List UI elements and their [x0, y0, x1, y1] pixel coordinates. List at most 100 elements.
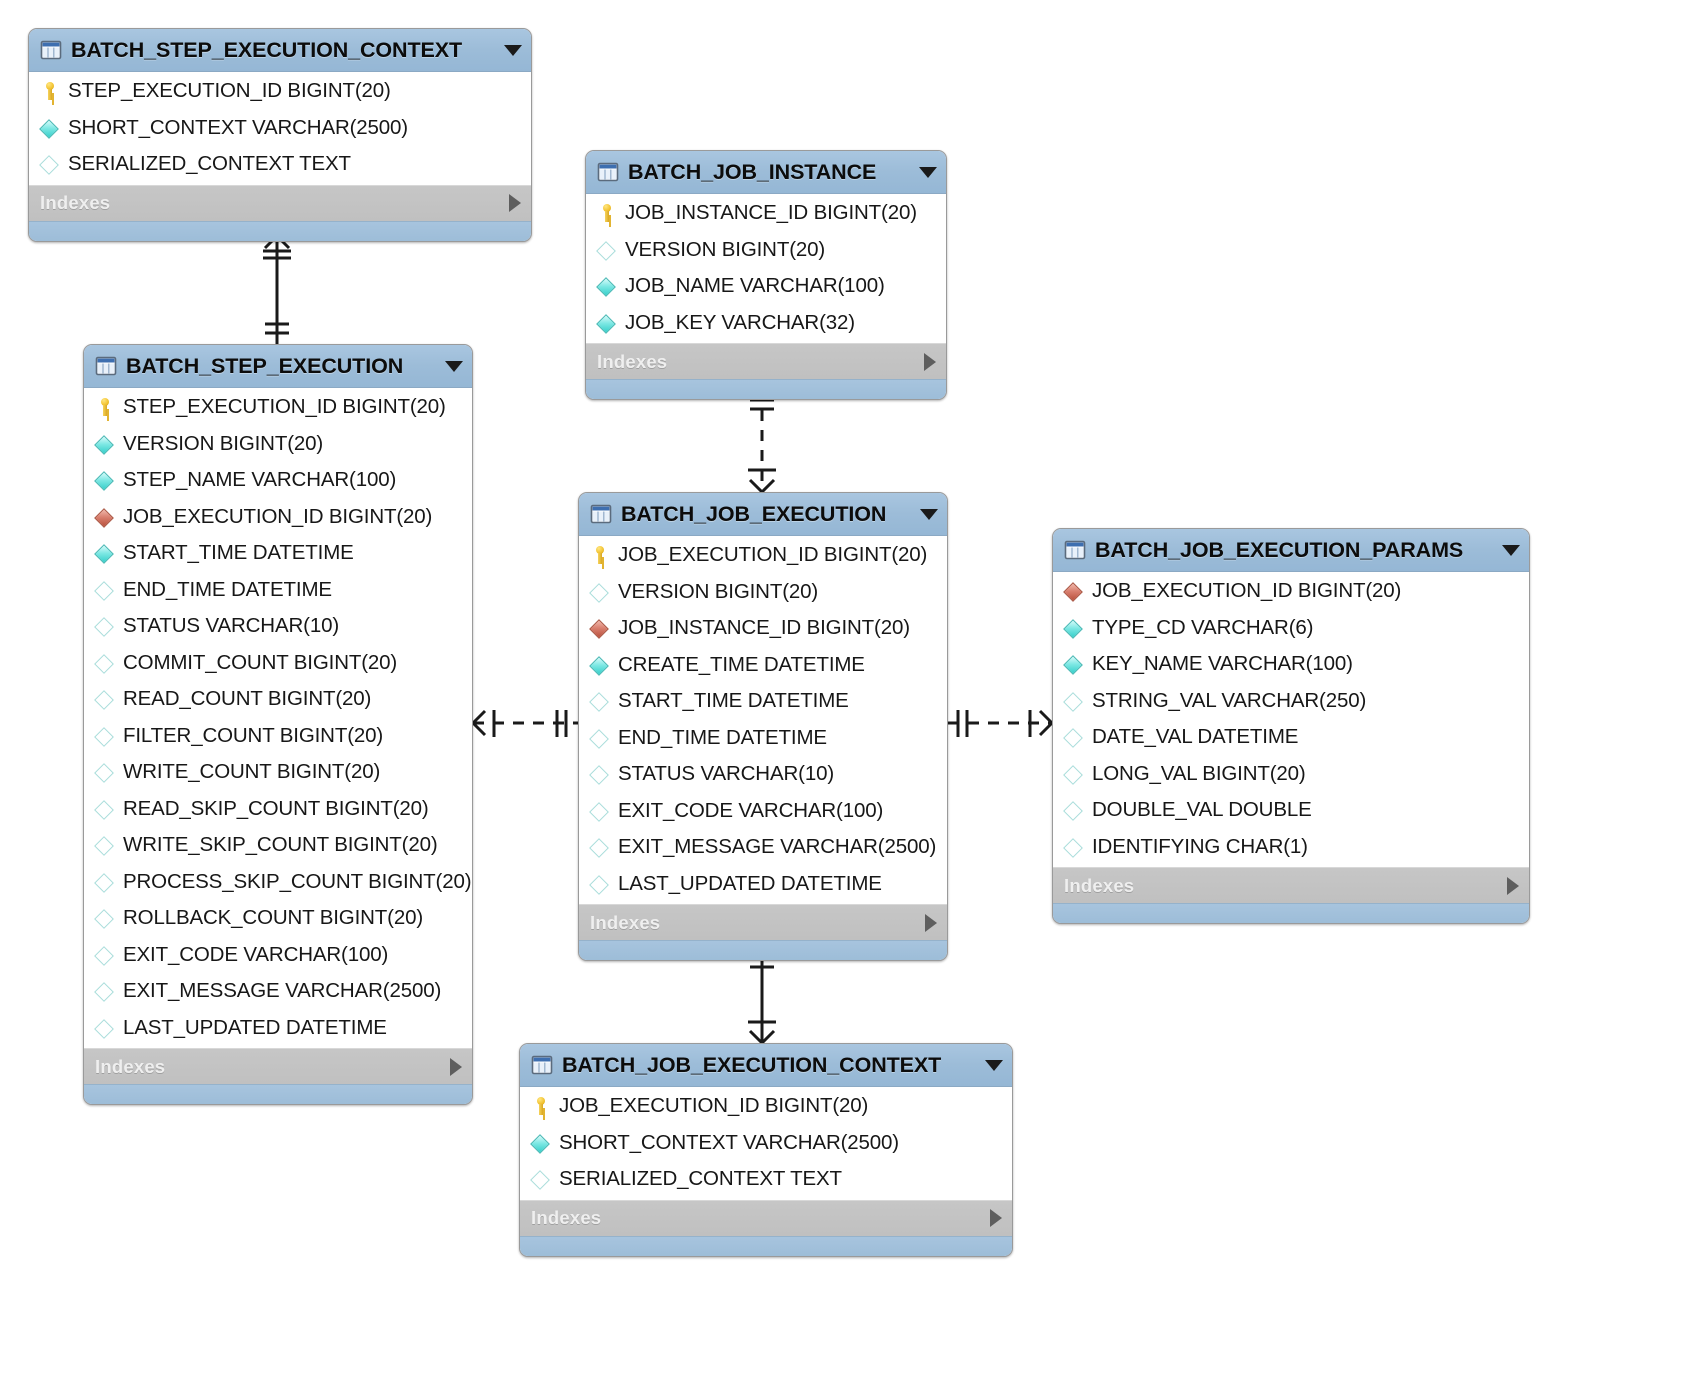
expand-arrow-icon[interactable]	[925, 913, 937, 932]
column-label: WRITE_SKIP_COUNT BIGINT(20)	[123, 833, 438, 857]
indexes-section[interactable]: Indexes	[579, 904, 947, 940]
column-row[interactable]: STATUS VARCHAR(10)	[84, 608, 472, 645]
table-icon	[597, 161, 619, 183]
expand-arrow-icon[interactable]	[1507, 876, 1519, 895]
diamond-outline-icon	[95, 1018, 115, 1038]
column-row[interactable]: END_TIME DATETIME	[579, 720, 947, 757]
column-row[interactable]: STRING_VAL VARCHAR(250)	[1053, 683, 1529, 720]
column-row[interactable]: DATE_VAL DATETIME	[1053, 719, 1529, 756]
table-header[interactable]: BATCH_JOB_EXECUTION_PARAMS	[1053, 529, 1529, 572]
column-row[interactable]: JOB_NAME VARCHAR(100)	[586, 268, 946, 305]
column-row[interactable]: WRITE_SKIP_COUNT BIGINT(20)	[84, 827, 472, 864]
chevron-down-icon[interactable]	[1502, 544, 1520, 556]
chevron-down-icon[interactable]	[919, 166, 937, 178]
column-label: WRITE_COUNT BIGINT(20)	[123, 760, 381, 784]
diamond-filled-icon	[40, 118, 60, 138]
table-header[interactable]: BATCH_JOB_EXECUTION	[579, 493, 947, 536]
diamond-outline-icon	[1064, 727, 1084, 747]
column-row[interactable]: LONG_VAL BIGINT(20)	[1053, 756, 1529, 793]
diamond-outline-icon	[40, 154, 60, 174]
expand-arrow-icon[interactable]	[924, 352, 936, 371]
column-label: END_TIME DATETIME	[123, 577, 332, 601]
table-header[interactable]: BATCH_JOB_EXECUTION_CONTEXT	[520, 1044, 1012, 1087]
chevron-down-icon[interactable]	[445, 360, 463, 372]
column-row[interactable]: LAST_UPDATED DATETIME	[579, 866, 947, 903]
column-label: START_TIME DATETIME	[123, 541, 354, 565]
table-icon	[590, 503, 612, 525]
column-row[interactable]: JOB_KEY VARCHAR(32)	[586, 305, 946, 342]
column-list: JOB_EXECUTION_ID BIGINT(20) TYPE_CD VARCH…	[1053, 572, 1529, 867]
column-row[interactable]: VERSION BIGINT(20)	[586, 232, 946, 269]
column-row[interactable]: JOB_EXECUTION_ID BIGINT(20)	[1053, 573, 1529, 610]
column-row[interactable]: DOUBLE_VAL DOUBLE	[1053, 792, 1529, 829]
indexes-label: Indexes	[40, 192, 111, 213]
column-row[interactable]: JOB_EXECUTION_ID BIGINT(20)	[579, 537, 947, 574]
column-row[interactable]: FILTER_COUNT BIGINT(20)	[84, 718, 472, 755]
column-label: JOB_EXECUTION_ID BIGINT(20)	[1092, 579, 1402, 603]
column-row[interactable]: START_TIME DATETIME	[84, 535, 472, 572]
column-row[interactable]: STATUS VARCHAR(10)	[579, 756, 947, 793]
column-row[interactable]: START_TIME DATETIME	[579, 683, 947, 720]
column-label: VERSION BIGINT(20)	[618, 579, 819, 603]
column-row[interactable]: PROCESS_SKIP_COUNT BIGINT(20)	[84, 864, 472, 901]
column-row[interactable]: EXIT_MESSAGE VARCHAR(2500)	[84, 973, 472, 1010]
column-row[interactable]: ROLLBACK_COUNT BIGINT(20)	[84, 900, 472, 937]
column-row[interactable]: END_TIME DATETIME	[84, 572, 472, 609]
column-row[interactable]: JOB_EXECUTION_ID BIGINT(20)	[520, 1088, 1012, 1125]
chevron-down-icon[interactable]	[985, 1059, 1003, 1071]
chevron-down-icon[interactable]	[920, 508, 938, 520]
column-label: JOB_EXECUTION_ID BIGINT(20)	[123, 504, 433, 528]
column-row[interactable]: READ_SKIP_COUNT BIGINT(20)	[84, 791, 472, 828]
column-row[interactable]: SHORT_CONTEXT VARCHAR(2500)	[29, 110, 531, 147]
indexes-section[interactable]: Indexes	[29, 184, 531, 221]
column-row[interactable]: EXIT_CODE VARCHAR(100)	[84, 937, 472, 974]
column-row[interactable]: SHORT_CONTEXT VARCHAR(2500)	[520, 1125, 1012, 1162]
column-row[interactable]: VERSION BIGINT(20)	[84, 426, 472, 463]
column-row[interactable]: VERSION BIGINT(20)	[579, 574, 947, 611]
table-header[interactable]: BATCH_JOB_INSTANCE	[586, 151, 946, 194]
indexes-section[interactable]: Indexes	[1053, 867, 1529, 903]
column-row[interactable]: KEY_NAME VARCHAR(100)	[1053, 646, 1529, 683]
column-row[interactable]: CREATE_TIME DATETIME	[579, 647, 947, 684]
table-card[interactable]: BATCH_JOB_EXECUTION_CONTEXT JOB_EXECUTION…	[519, 1043, 1013, 1257]
indexes-section[interactable]: Indexes	[84, 1048, 472, 1084]
column-row[interactable]: TYPE_CD VARCHAR(6)	[1053, 610, 1529, 647]
column-row[interactable]: STEP_NAME VARCHAR(100)	[84, 462, 472, 499]
column-row[interactable]: STEP_EXECUTION_ID BIGINT(20)	[29, 73, 531, 110]
column-row[interactable]: JOB_EXECUTION_ID BIGINT(20)	[84, 499, 472, 536]
column-row[interactable]: WRITE_COUNT BIGINT(20)	[84, 754, 472, 791]
table-name: BATCH_JOB_EXECUTION_CONTEXT	[562, 1052, 942, 1077]
column-row[interactable]: COMMIT_COUNT BIGINT(20)	[84, 645, 472, 682]
column-row[interactable]: EXIT_CODE VARCHAR(100)	[579, 793, 947, 830]
column-label: COMMIT_COUNT BIGINT(20)	[123, 650, 398, 674]
column-row[interactable]: EXIT_MESSAGE VARCHAR(2500)	[579, 829, 947, 866]
table-header[interactable]: BATCH_STEP_EXECUTION	[84, 345, 472, 388]
column-row[interactable]: JOB_INSTANCE_ID BIGINT(20)	[586, 195, 946, 232]
column-row[interactable]: READ_COUNT BIGINT(20)	[84, 681, 472, 718]
column-row[interactable]: SERIALIZED_CONTEXT TEXT	[29, 146, 531, 183]
column-row[interactable]: SERIALIZED_CONTEXT TEXT	[520, 1161, 1012, 1198]
indexes-section[interactable]: Indexes	[586, 343, 946, 379]
column-label: STRING_VAL VARCHAR(250)	[1092, 688, 1367, 712]
indexes-section[interactable]: Indexes	[520, 1199, 1012, 1236]
table-header[interactable]: BATCH_STEP_EXECUTION_CONTEXT	[29, 29, 531, 72]
expand-arrow-icon[interactable]	[990, 1209, 1002, 1227]
column-list: STEP_EXECUTION_ID BIGINT(20)VERSION BIGI…	[84, 388, 472, 1048]
diamond-filled-icon	[597, 313, 617, 333]
table-footer	[1053, 903, 1529, 923]
expand-arrow-icon[interactable]	[450, 1057, 462, 1076]
expand-arrow-icon[interactable]	[509, 194, 521, 212]
column-list: JOB_INSTANCE_ID BIGINT(20)VERSION BIGINT…	[586, 194, 946, 343]
column-row[interactable]: STEP_EXECUTION_ID BIGINT(20)	[84, 389, 472, 426]
table-icon	[40, 39, 62, 61]
chevron-down-icon[interactable]	[504, 44, 522, 56]
column-row[interactable]: LAST_UPDATED DATETIME	[84, 1010, 472, 1047]
column-label: TYPE_CD VARCHAR(6)	[1092, 615, 1314, 639]
column-row[interactable]: JOB_INSTANCE_ID BIGINT(20)	[579, 610, 947, 647]
column-row[interactable]: IDENTIFYING CHAR(1)	[1053, 829, 1529, 866]
